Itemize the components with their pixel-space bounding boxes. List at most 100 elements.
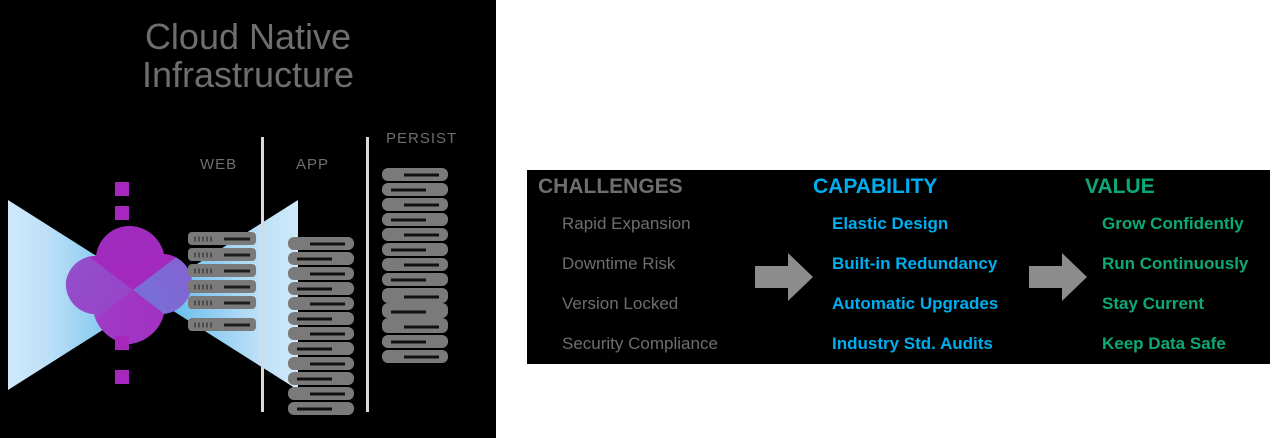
server-unit [382, 213, 448, 226]
server-indicator [224, 237, 250, 240]
flow-arrow-right-icon [755, 253, 813, 301]
server-unit [382, 243, 448, 256]
server-indicator [404, 355, 439, 358]
server-unit [288, 327, 354, 340]
cloud-icon [38, 218, 228, 363]
server-unit [382, 183, 448, 196]
vent-icon [194, 268, 212, 273]
server-indicator [404, 173, 439, 176]
server-unit [382, 290, 448, 303]
server-indicator [297, 317, 332, 320]
table-cell-value: Keep Data Safe [1102, 334, 1226, 353]
server-rack-web-secondary [188, 318, 256, 334]
server-indicator [224, 301, 250, 304]
server-indicator [297, 347, 332, 350]
server-unit [382, 198, 448, 211]
server-indicator [404, 263, 439, 266]
server-unit [188, 232, 256, 245]
server-indicator [391, 278, 426, 281]
table-cell-challenge: Version Locked [562, 294, 679, 313]
value-matrix-panel: CHALLENGES CAPABILITY VALUE Rapid Expans… [527, 170, 1270, 364]
table-cell-challenge: Downtime Risk [562, 254, 676, 273]
server-indicator [310, 242, 345, 245]
server-unit [188, 296, 256, 309]
page-title: Cloud Native Infrastructure [141, 16, 355, 95]
server-rack-web [188, 232, 256, 312]
table-cell-value: Stay Current [1102, 294, 1205, 313]
vent-icon [194, 300, 212, 305]
server-unit [288, 312, 354, 325]
server-indicator [391, 218, 426, 221]
server-unit [288, 297, 354, 310]
server-indicator [297, 287, 332, 290]
table-cell-capability: Automatic Upgrades [832, 294, 999, 313]
server-unit [288, 402, 354, 415]
table-cell-capability: Built-in Redundancy [832, 254, 998, 273]
server-unit [188, 248, 256, 261]
server-indicator [297, 407, 332, 410]
server-indicator [404, 203, 439, 206]
server-unit [188, 318, 256, 331]
server-indicator [224, 285, 250, 288]
server-unit [382, 258, 448, 271]
server-indicator [224, 323, 250, 326]
table-cell-challenge: Rapid Expansion [562, 214, 691, 233]
value-matrix-grid: CHALLENGES CAPABILITY VALUE Rapid Expans… [527, 170, 1270, 364]
server-unit [382, 273, 448, 286]
vent-icon [194, 236, 212, 241]
server-unit [382, 305, 448, 318]
pulse-square-icon [115, 206, 129, 220]
server-unit [382, 335, 448, 348]
server-indicator [404, 325, 439, 328]
zone-divider [366, 137, 369, 412]
column-header-value: VALUE [1085, 175, 1155, 198]
server-indicator [310, 302, 345, 305]
server-unit [382, 320, 448, 333]
server-indicator [391, 340, 426, 343]
column-header-capability: CAPABILITY [813, 175, 938, 198]
server-unit [288, 342, 354, 355]
server-indicator [224, 253, 250, 256]
server-indicator [310, 332, 345, 335]
server-indicator [391, 188, 426, 191]
server-unit [288, 282, 354, 295]
server-unit [288, 237, 354, 250]
table-cell-capability: Industry Std. Audits [832, 334, 993, 353]
server-unit [382, 228, 448, 241]
server-indicator [297, 377, 332, 380]
server-unit [188, 264, 256, 277]
server-indicator [310, 392, 345, 395]
server-unit [288, 267, 354, 280]
server-indicator [404, 295, 439, 298]
zone-label-persist: PERSIST [386, 130, 458, 147]
pulse-square-icon [115, 182, 129, 196]
pulse-square-icon [115, 336, 129, 350]
server-unit [288, 372, 354, 385]
table-cell-challenge: Security Compliance [562, 334, 718, 353]
table-cell-value: Grow Confidently [1102, 214, 1244, 233]
server-indicator [391, 310, 426, 313]
vent-icon [194, 252, 212, 257]
server-indicator [224, 269, 250, 272]
cloud-native-diagram-panel: Cloud Native Infrastructure [0, 0, 496, 438]
server-rack-app [288, 237, 354, 417]
server-unit [382, 168, 448, 181]
column-header-challenges: CHALLENGES [538, 175, 683, 198]
server-indicator [297, 257, 332, 260]
server-indicator [391, 248, 426, 251]
flow-arrow-right-icon [1029, 253, 1087, 301]
pulse-square-icon [115, 370, 129, 384]
server-unit [188, 280, 256, 293]
server-unit [288, 357, 354, 370]
server-rack-persist-bottom [382, 290, 448, 365]
server-indicator [310, 362, 345, 365]
server-unit [288, 387, 354, 400]
zone-divider [261, 137, 264, 412]
table-cell-value: Run Continuously [1102, 254, 1249, 273]
vent-icon [194, 284, 212, 289]
server-indicator [310, 272, 345, 275]
vent-icon [194, 322, 212, 327]
table-cell-capability: Elastic Design [832, 214, 949, 233]
server-unit [288, 252, 354, 265]
server-unit [382, 350, 448, 363]
